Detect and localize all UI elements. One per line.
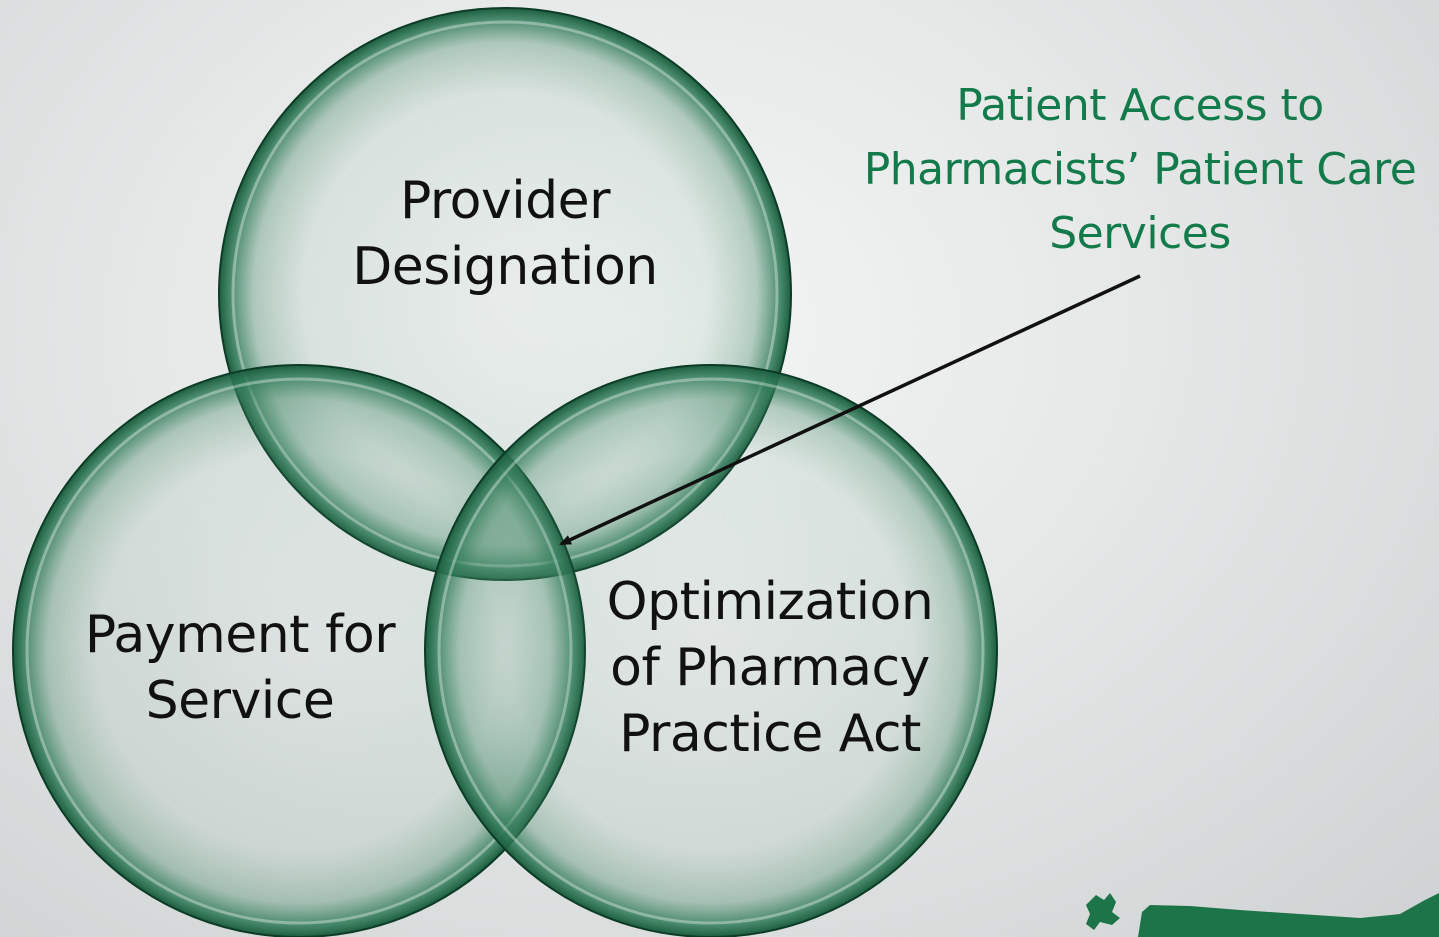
callout-line: Patient Access to bbox=[956, 80, 1324, 131]
callout-arrow bbox=[559, 274, 1141, 546]
label-line: Service bbox=[145, 671, 335, 731]
label-line: Practice Act bbox=[619, 704, 921, 764]
us-map-icon bbox=[1086, 893, 1439, 937]
venn-circle-highlight bbox=[437, 377, 985, 925]
label-payment-for-service: Payment for Service bbox=[40, 602, 440, 734]
callout-patient-access: Patient Access to Pharmacists’ Patient C… bbox=[840, 74, 1439, 266]
label-line: Optimization bbox=[606, 572, 934, 632]
label-provider-designation: Provider Designation bbox=[305, 168, 705, 300]
label-line: Provider bbox=[399, 171, 611, 231]
venn-circle-right bbox=[424, 364, 998, 937]
callout-line: Pharmacists’ Patient Care bbox=[863, 144, 1417, 195]
label-optimization-practice-act: Optimization of Pharmacy Practice Act bbox=[570, 569, 970, 767]
label-line: Designation bbox=[352, 237, 658, 297]
label-line: Payment for bbox=[84, 605, 396, 665]
label-line: of Pharmacy bbox=[610, 638, 930, 698]
callout-line: Services bbox=[1049, 208, 1231, 259]
